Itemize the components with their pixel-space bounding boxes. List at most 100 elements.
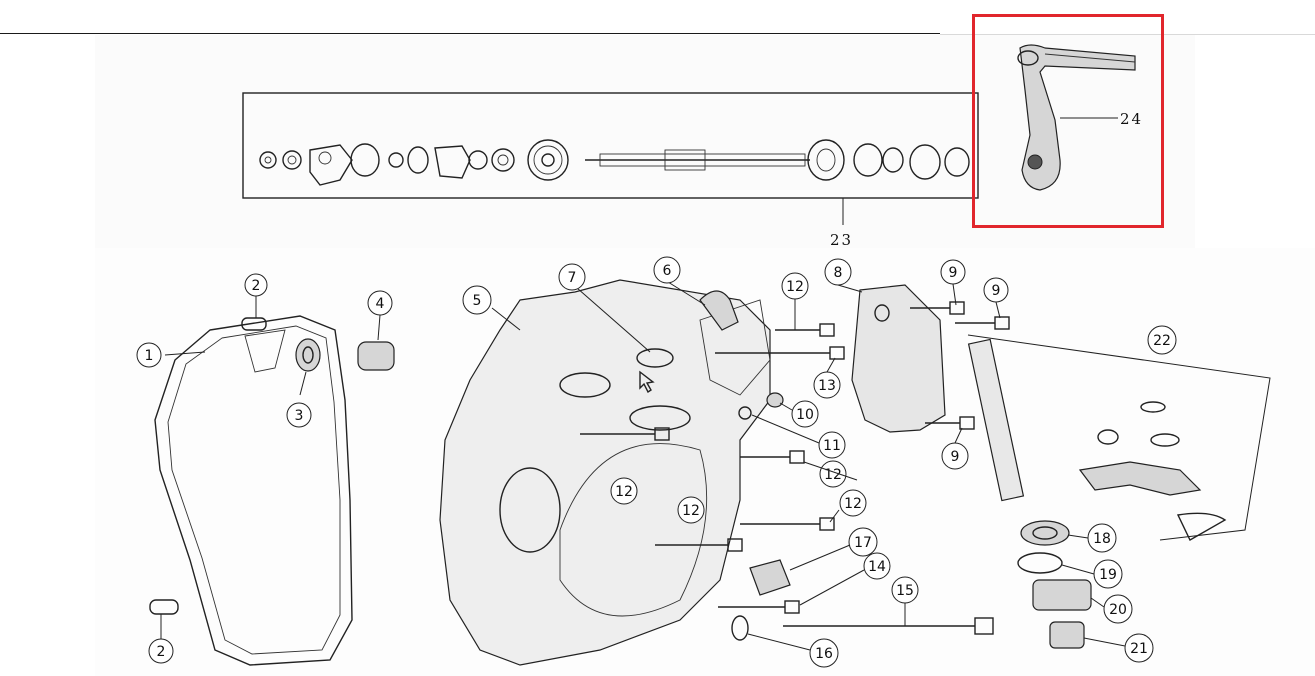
bolt-head — [819, 323, 835, 337]
label-17: 17 — [854, 535, 872, 551]
dowel-pin — [241, 317, 267, 331]
callout-17 — [848, 527, 878, 557]
callout-11 — [818, 431, 846, 459]
washer-16 — [731, 615, 749, 641]
washer — [1150, 433, 1180, 447]
label-19: 19 — [1099, 567, 1117, 583]
leader-17 — [789, 544, 851, 571]
bushing — [909, 144, 941, 180]
label-9a: 9 — [949, 265, 958, 281]
leader-16 — [747, 633, 811, 651]
washer-hole — [264, 156, 272, 164]
leader-9a — [952, 283, 957, 306]
callout-2a — [244, 273, 268, 297]
leader-4 — [377, 314, 381, 341]
callout-12c — [610, 477, 638, 505]
lever-boss — [1027, 154, 1043, 170]
gear-inner — [533, 145, 563, 175]
callout-5 — [462, 285, 492, 315]
washer — [259, 151, 277, 169]
label-23: 23 — [830, 231, 853, 249]
bolt-head — [819, 517, 835, 531]
washer-hole — [287, 155, 297, 165]
seal-inner — [302, 346, 314, 364]
leader-7 — [576, 287, 651, 353]
shaft-collar — [664, 149, 706, 171]
callout-7 — [558, 263, 586, 291]
bolt-head — [654, 427, 670, 441]
bushing — [407, 146, 429, 174]
leader-12d — [829, 509, 840, 523]
callout-12e — [677, 496, 705, 524]
bushing-4 — [357, 341, 395, 371]
leader-10 — [779, 402, 793, 411]
gasket — [154, 315, 353, 666]
lever-grip-line — [1044, 53, 1136, 63]
inspection-cover — [851, 284, 946, 433]
leader-19 — [1061, 564, 1095, 575]
label-5: 5 — [473, 293, 482, 309]
cover-rib — [559, 443, 708, 617]
label-12a: 12 — [786, 279, 804, 295]
shift-shaft — [967, 338, 1025, 502]
gasket-cutout — [244, 329, 286, 373]
highlight-box — [972, 14, 1164, 228]
washer-hole — [497, 154, 509, 166]
callout-6 — [653, 256, 681, 284]
leader-1 — [164, 351, 206, 356]
crankcase-cover — [439, 279, 771, 666]
bolt-head — [959, 416, 975, 430]
label-12e: 12 — [682, 503, 700, 519]
shift-shaft-assembly — [967, 334, 1271, 541]
ratchet-arm — [309, 144, 353, 186]
bolt-head — [829, 346, 845, 360]
bolt-head — [994, 316, 1010, 330]
oil-seal-3 — [295, 338, 321, 372]
assembly-box — [242, 92, 979, 199]
callout-21 — [1124, 633, 1154, 663]
gear-hub — [541, 153, 555, 167]
callout-4 — [367, 290, 393, 316]
callout-12b — [819, 460, 847, 488]
label-20: 20 — [1109, 602, 1127, 618]
washer — [491, 148, 515, 172]
oil-filler-cap — [699, 290, 739, 331]
gasket-inner — [167, 325, 341, 655]
washer — [882, 147, 904, 173]
callout-2b — [148, 638, 174, 664]
cover-port — [629, 405, 691, 431]
ratchet — [434, 145, 471, 179]
callout-1 — [136, 342, 162, 368]
label-7: 7 — [568, 270, 577, 286]
label-12b: 12 — [824, 467, 842, 483]
bolt-head — [727, 538, 743, 552]
needle-bearing-21 — [1049, 621, 1085, 649]
bolt-head — [949, 301, 965, 315]
leader-9b — [995, 301, 1001, 319]
label-21: 21 — [1130, 641, 1148, 657]
label-15: 15 — [896, 583, 914, 599]
label-9b: 9 — [992, 283, 1001, 299]
leader-20 — [1090, 597, 1105, 608]
leader-8 — [837, 284, 863, 293]
label-1: 1 — [145, 348, 154, 364]
leader-12b — [803, 461, 858, 481]
callout-3 — [286, 402, 312, 428]
oil-seal-18 — [1020, 520, 1070, 546]
label-3: 3 — [295, 408, 304, 424]
washer — [282, 150, 302, 170]
bolts — [580, 301, 1010, 635]
label-12c: 12 — [615, 484, 633, 500]
assembly-outline — [967, 334, 1271, 541]
label-4: 4 — [376, 296, 385, 312]
spring-collar — [350, 143, 380, 177]
roller — [1097, 429, 1119, 445]
dowel-pin — [149, 599, 179, 615]
lever-pivot — [1017, 50, 1039, 66]
callouts: 1 2 2 3 4 5 6 7 8 9 9 9 10 11 12 12 12 — [136, 256, 1177, 668]
washer-19 — [1017, 552, 1063, 574]
label-2b: 2 — [157, 644, 166, 660]
label-6: 6 — [663, 263, 672, 279]
guide-17 — [749, 559, 791, 596]
kick-lever — [1017, 44, 1136, 191]
